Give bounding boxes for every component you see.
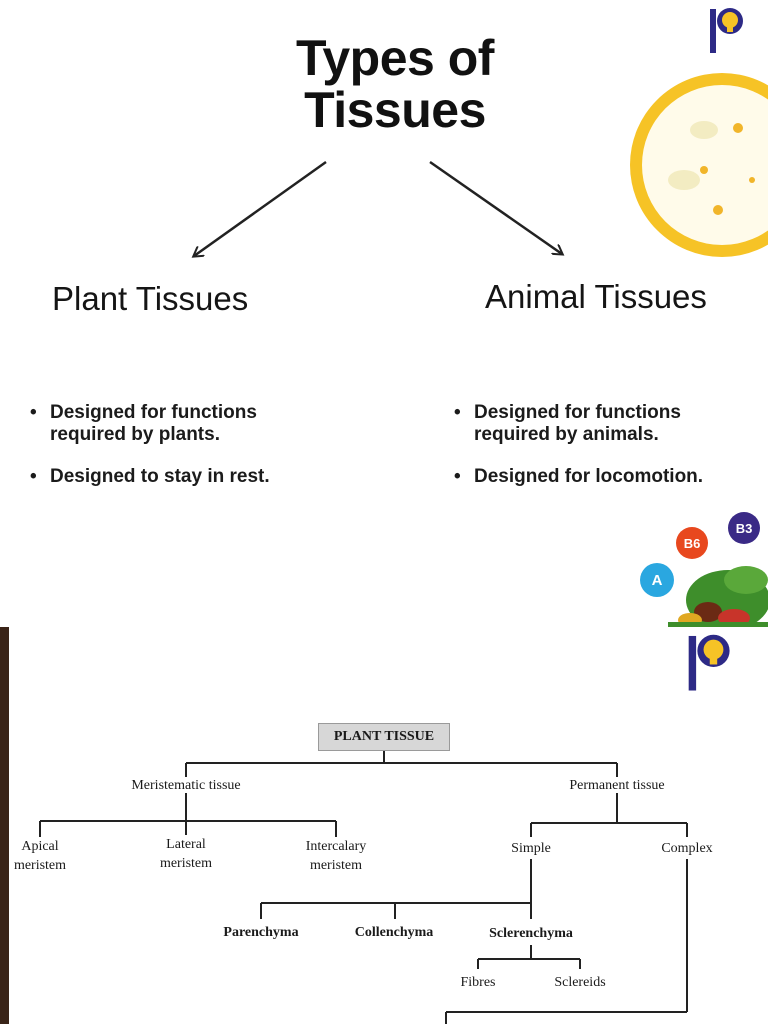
- bacteria-illustration-icon: [630, 73, 768, 257]
- plant-bullet-1: Designed for functions required by plant…: [30, 402, 330, 446]
- title-line-2: Tissues: [304, 82, 486, 138]
- simple-tissue-node: Simple: [511, 841, 551, 856]
- arrow-to-animal: [429, 160, 562, 254]
- animal-bullet-2: Designed for locomotion.: [454, 466, 754, 488]
- meristematic-tissue-node: Meristematic tissue: [131, 778, 241, 793]
- apical-meristem-node: Apical meristem: [13, 839, 67, 873]
- vegetables-illustration-icon: [668, 566, 768, 627]
- title-line-1: Types of: [296, 30, 494, 86]
- bottom-panel: PLANT TISSUE Meristematic tissue Permane…: [0, 627, 768, 1024]
- animal-bullet-list: Designed for functions required by anima…: [454, 402, 754, 508]
- left-edge-strip: [0, 627, 9, 1024]
- intercalary-meristem-node: Intercalary meristem: [305, 839, 367, 873]
- plant-bullet-list: Designed for functions required by plant…: [30, 402, 330, 508]
- permanent-tissue-node: Permanent tissue: [569, 778, 665, 793]
- sclerenchyma-node: Sclerenchyma: [489, 926, 573, 941]
- collenchyma-node: Collenchyma: [354, 925, 434, 940]
- lateral-meristem-node: Lateral meristem: [159, 837, 213, 871]
- vitamin-b3-badge: B3: [728, 512, 760, 544]
- top-panel: Types of Tissues Plant Tissues Animal Ti…: [0, 0, 768, 627]
- plant-tissue-root-node: PLANT TISSUE: [318, 723, 450, 751]
- branch-arrows: [0, 160, 768, 627]
- sclereids-node: Sclereids: [554, 975, 606, 990]
- plant-tissues-heading: Plant Tissues: [52, 280, 249, 317]
- diagram-title: Types of Tissues: [260, 32, 530, 136]
- vitamin-a-badge: A: [640, 563, 674, 597]
- animal-bullet-1: Designed for functions required by anima…: [454, 402, 754, 446]
- animal-tissues-heading: Animal Tissues: [485, 278, 707, 315]
- fibres-node: Fibres: [460, 975, 496, 990]
- parenchyma-node: Parenchyma: [223, 925, 299, 940]
- brand-logo-icon: [688, 634, 730, 691]
- complex-tissue-node: Complex: [661, 841, 713, 856]
- plant-tissue-tree-lines: [39, 751, 688, 1024]
- plant-bullet-2: Designed to stay in rest.: [30, 466, 330, 488]
- vitamin-b6-badge: B6: [676, 527, 708, 559]
- brand-logo-icon: [710, 8, 743, 53]
- arrow-to-plant: [194, 160, 327, 256]
